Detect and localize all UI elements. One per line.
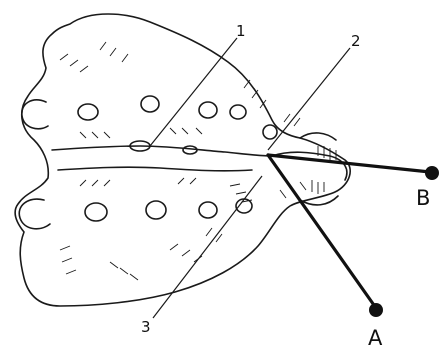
foramen-lower-1 xyxy=(85,203,107,221)
bone-hatching xyxy=(60,42,336,280)
label-b: B xyxy=(416,186,430,210)
leader-line-2 xyxy=(268,48,350,150)
foramen-upper-1 xyxy=(78,104,98,120)
sacrum-bone-drawing xyxy=(15,14,350,306)
pointer-line-b xyxy=(268,155,430,172)
label-3: 3 xyxy=(141,318,151,336)
foramen-upper-4 xyxy=(230,105,246,119)
left-tubercle-upper xyxy=(22,100,48,129)
label-1: 1 xyxy=(236,22,246,40)
foramen-lower-2 xyxy=(146,201,166,219)
leader-line-1 xyxy=(150,38,237,146)
median-crest xyxy=(52,146,272,156)
pointer-dot-b xyxy=(425,166,439,180)
left-tubercle-lower xyxy=(19,199,50,229)
foramen-lower-3 xyxy=(199,202,217,218)
label-2: 2 xyxy=(351,32,361,50)
pointer-line-a xyxy=(268,155,376,308)
foramen-upper-5 xyxy=(263,125,277,139)
foramen-upper-3 xyxy=(199,102,217,118)
label-a: A xyxy=(368,326,382,350)
median-crest-lower xyxy=(58,167,252,171)
pointer-dot-a xyxy=(369,303,383,317)
leader-line-3 xyxy=(153,176,262,318)
bone-outline xyxy=(15,14,350,306)
foramen-upper-2 xyxy=(141,96,159,112)
